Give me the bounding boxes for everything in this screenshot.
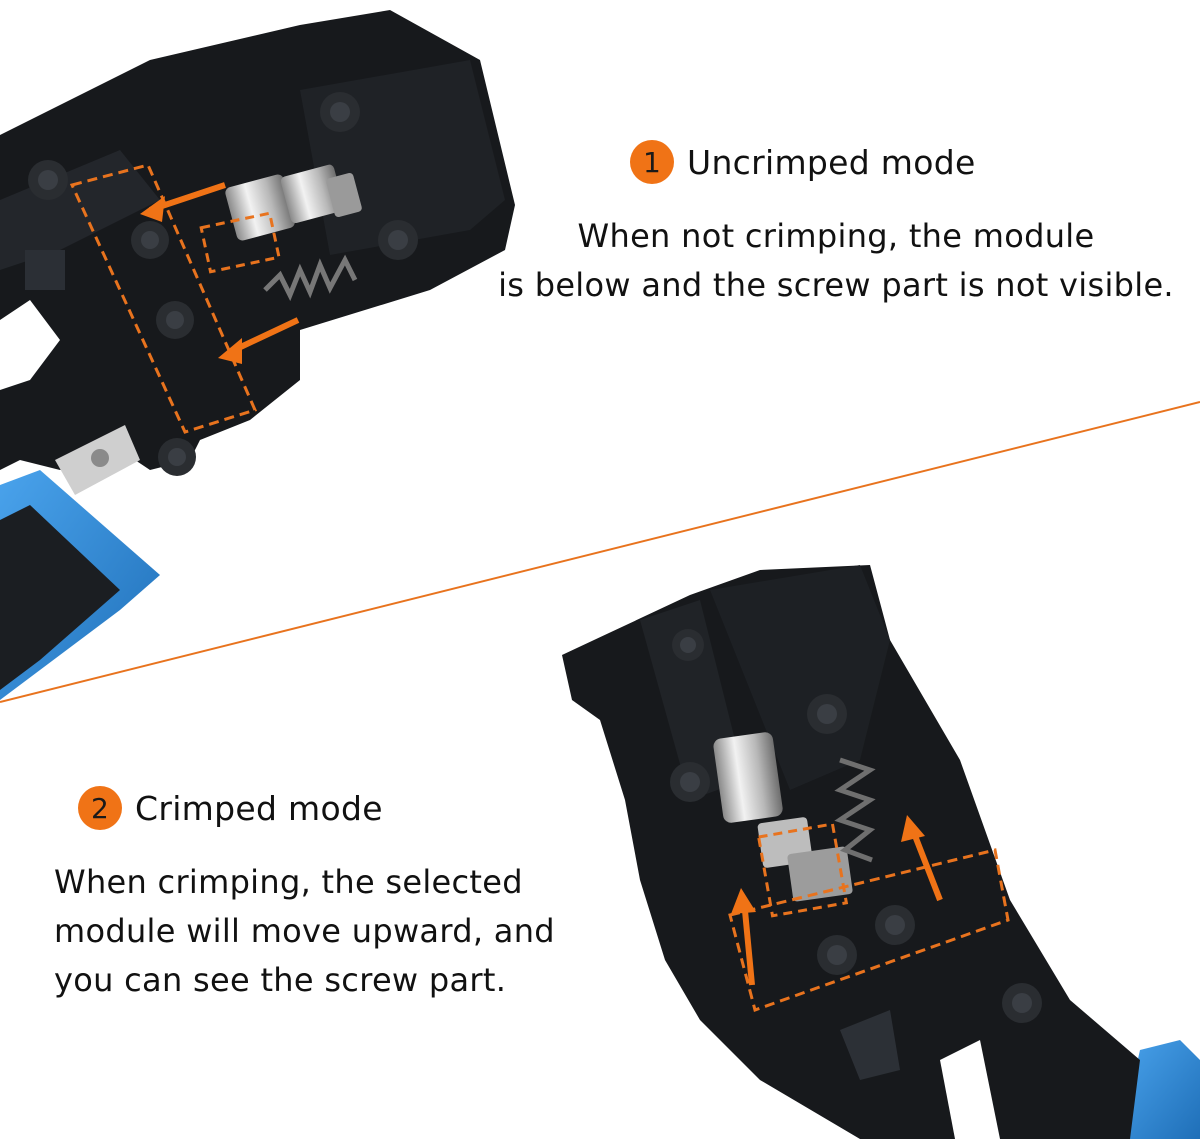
- mode2-heading: 2 Crimped mode: [78, 786, 383, 830]
- crimper-tool-uncrimped: [0, 10, 515, 700]
- motion-arrow-bottom-left: [731, 888, 756, 986]
- coax-connector-bottom: [713, 732, 853, 902]
- mode1-heading: 1 Uncrimped mode: [630, 140, 976, 184]
- mode1-description: When not crimping, the module is below a…: [486, 212, 1186, 310]
- motion-arrow-bottom-right: [901, 815, 943, 902]
- coax-connector-top: [225, 164, 362, 241]
- mode1-number-badge: 1: [630, 140, 674, 184]
- mode2-description-line: When crimping, the selected: [54, 863, 523, 901]
- mode2-description-line: you can see the screw part.: [54, 961, 507, 999]
- mode2-title: Crimped mode: [135, 788, 383, 828]
- crimper-tool-crimped: [562, 565, 1200, 1139]
- section-divider: [0, 401, 1200, 703]
- mode2-number-badge: 2: [78, 786, 122, 830]
- mode1-description-line: When not crimping, the module: [577, 217, 1095, 255]
- motion-arrow-top-lower: [218, 317, 300, 364]
- module-highlight-top: [69, 163, 258, 434]
- motion-arrow-top-upper: [140, 182, 226, 222]
- mode2-description-line: module will move upward, and: [54, 912, 555, 950]
- module-highlight-bottom: [728, 848, 1010, 1012]
- mode2-description: When crimping, the selected module will …: [54, 858, 555, 1005]
- mode1-description-line: is below and the screw part is not visib…: [498, 266, 1174, 304]
- blue-handle-bottom: [1120, 1040, 1200, 1139]
- mode1-title: Uncrimped mode: [687, 142, 976, 182]
